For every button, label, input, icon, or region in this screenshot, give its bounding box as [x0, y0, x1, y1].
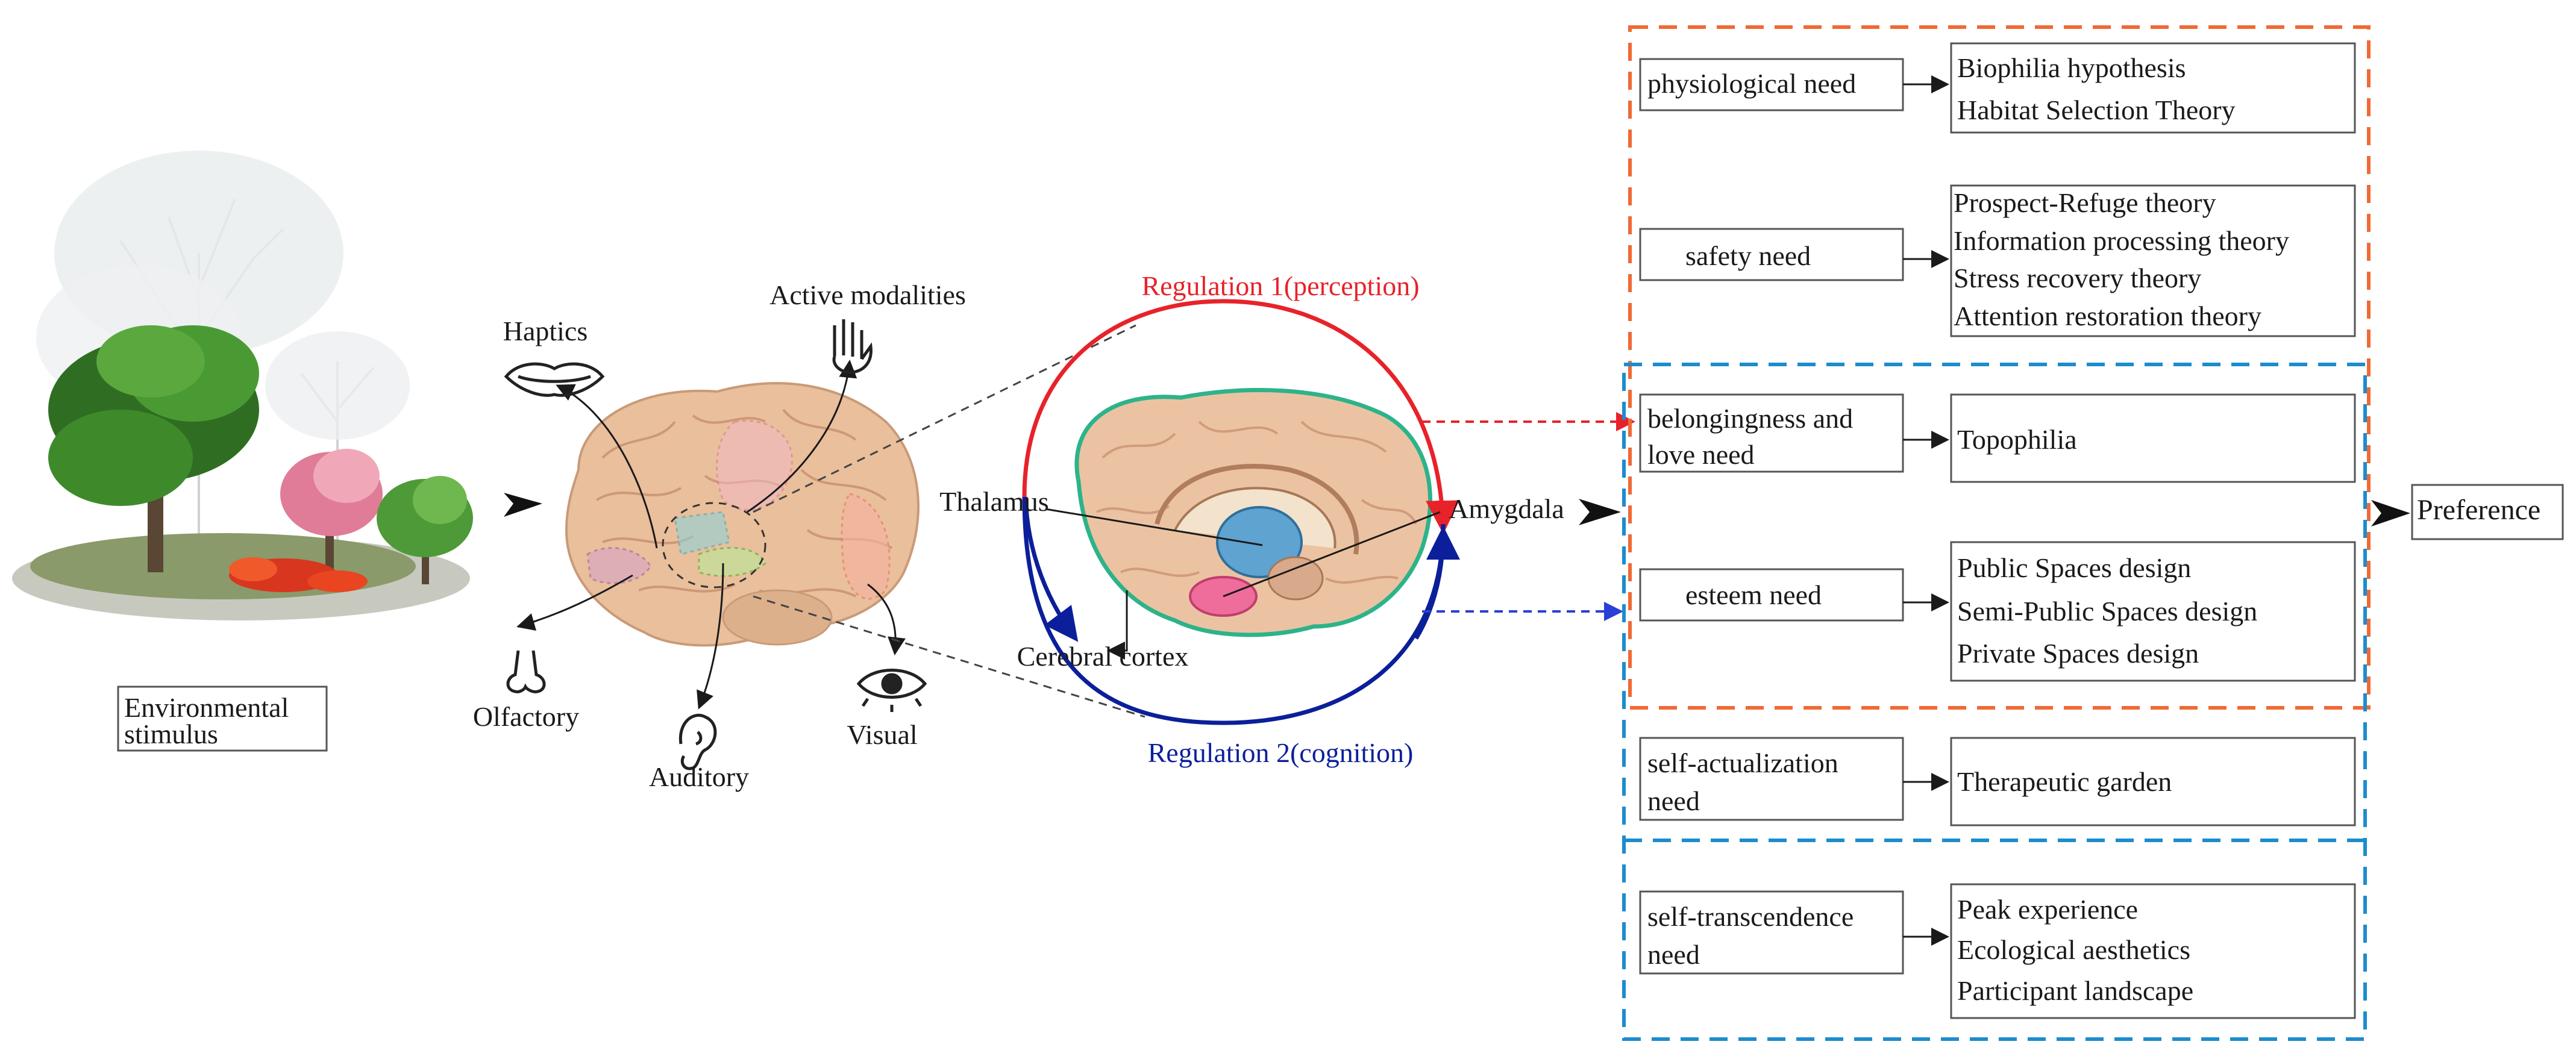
- nose-icon: [506, 650, 546, 693]
- need-label-line-1: self-actualization: [1647, 748, 1838, 778]
- regulation-1-arc: [1022, 299, 1460, 534]
- theory-line: Topophilia: [1957, 424, 2077, 455]
- theory-line: Stress recovery theory: [1954, 263, 2201, 293]
- need-label: safety need: [1685, 240, 1811, 271]
- theory-box-self-actualization: Therapeutic garden: [1950, 737, 2356, 826]
- theory-line: Attention restoration theory: [1954, 301, 2261, 331]
- preference-label: Preference: [2417, 494, 2540, 526]
- flow-arrow-1: [504, 493, 542, 517]
- brain-midsagittal: [1074, 388, 1432, 637]
- need-label: physiological need: [1647, 68, 1856, 99]
- flow-arrow-3: [2371, 500, 2410, 526]
- theory-line: Public Spaces design: [1957, 552, 2191, 583]
- need-label-line-1: belongingness and: [1647, 403, 1853, 434]
- eye-icon: [856, 669, 927, 712]
- need-box-esteem: esteem need: [1639, 568, 1904, 622]
- theory-line: Ecological aesthetics: [1957, 934, 2190, 965]
- zoom-guide-lines: [753, 324, 1145, 718]
- orange-group-frame: [1628, 25, 2371, 710]
- theory-line: Prospect-Refuge theory: [1954, 187, 2216, 218]
- need-box-self-actualization: self-actualization need: [1639, 737, 1904, 821]
- brain-structure-pointers: [1045, 508, 1441, 660]
- need-box-safety: safety need: [1639, 228, 1904, 281]
- theory-box-physiological: Biophilia hypothesis Habitat Selection T…: [1950, 42, 2356, 134]
- need-label-line-2: need: [1647, 939, 1700, 970]
- theory-line: Biophilia hypothesis: [1957, 52, 2186, 83]
- environment-illustration: [12, 151, 473, 620]
- theory-box-esteem: Public Spaces design Semi-Public Spaces …: [1950, 541, 2356, 682]
- hand-icon: [832, 319, 873, 374]
- theory-box-belongingness: Topophilia: [1950, 393, 2356, 483]
- theory-line: Peak experience: [1957, 894, 2138, 925]
- label-active-modalities: Active modalities: [769, 280, 966, 310]
- label-thalamus: Thalamus: [939, 486, 1048, 517]
- need-box-physiological: physiological need: [1639, 58, 1904, 111]
- theory-line: Information processing theory: [1954, 225, 2289, 256]
- label-auditory: Auditory: [649, 761, 749, 792]
- theory-line: Therapeutic garden: [1957, 766, 2172, 797]
- sense-connector-lines: [516, 360, 906, 710]
- label-olfactory: Olfactory: [473, 701, 579, 732]
- theory-box-self-transcendence: Peak experience Ecological aesthetics Pa…: [1950, 883, 2356, 1019]
- environmental-stimulus-box: Environmental stimulus: [117, 686, 328, 752]
- theory-line: Semi-Public Spaces design: [1957, 596, 2257, 626]
- flow-arrow-2: [1579, 499, 1621, 525]
- theory-line: Participant landscape: [1957, 975, 2193, 1006]
- label-amygdala: Amygdala: [1449, 493, 1564, 524]
- label-haptics: Haptics: [503, 316, 588, 346]
- need-label: esteem need: [1685, 579, 1822, 610]
- stimulus-line-2: stimulus: [124, 719, 218, 749]
- regulation-2-arrow-up: [1414, 526, 1460, 640]
- label-regulation-2: Regulation 2(cognition): [1148, 737, 1414, 768]
- label-regulation-1: Regulation 1(perception): [1141, 270, 1419, 301]
- need-label-line-2: need: [1647, 786, 1700, 816]
- need-box-self-transcendence: self-transcendence need: [1639, 890, 1904, 975]
- need-box-belongingness: belongingness and love need: [1639, 393, 1904, 473]
- mouth-icon: [504, 362, 605, 397]
- theory-line: Habitat Selection Theory: [1957, 95, 2236, 125]
- stimulus-line-1: Environmental: [124, 692, 289, 723]
- label-cerebral-cortex: Cerebral cortex: [1017, 641, 1189, 672]
- regulation-2-arrowhead: [1023, 496, 1079, 642]
- preference-box: Preference: [2411, 484, 2564, 540]
- theory-line: Private Spaces design: [1957, 638, 2199, 669]
- need-label-line-2: love need: [1647, 439, 1755, 470]
- blue-group-frame-upper: [1622, 363, 2367, 1041]
- ear-icon: [678, 713, 717, 770]
- theory-box-safety: Prospect-Refuge theory Information proce…: [1950, 184, 2356, 337]
- need-theory-arrows: [1903, 75, 1949, 946]
- need-label-line-1: self-transcendence: [1647, 901, 1854, 932]
- label-visual: Visual: [847, 719, 917, 750]
- brain-side-view: [565, 382, 920, 647]
